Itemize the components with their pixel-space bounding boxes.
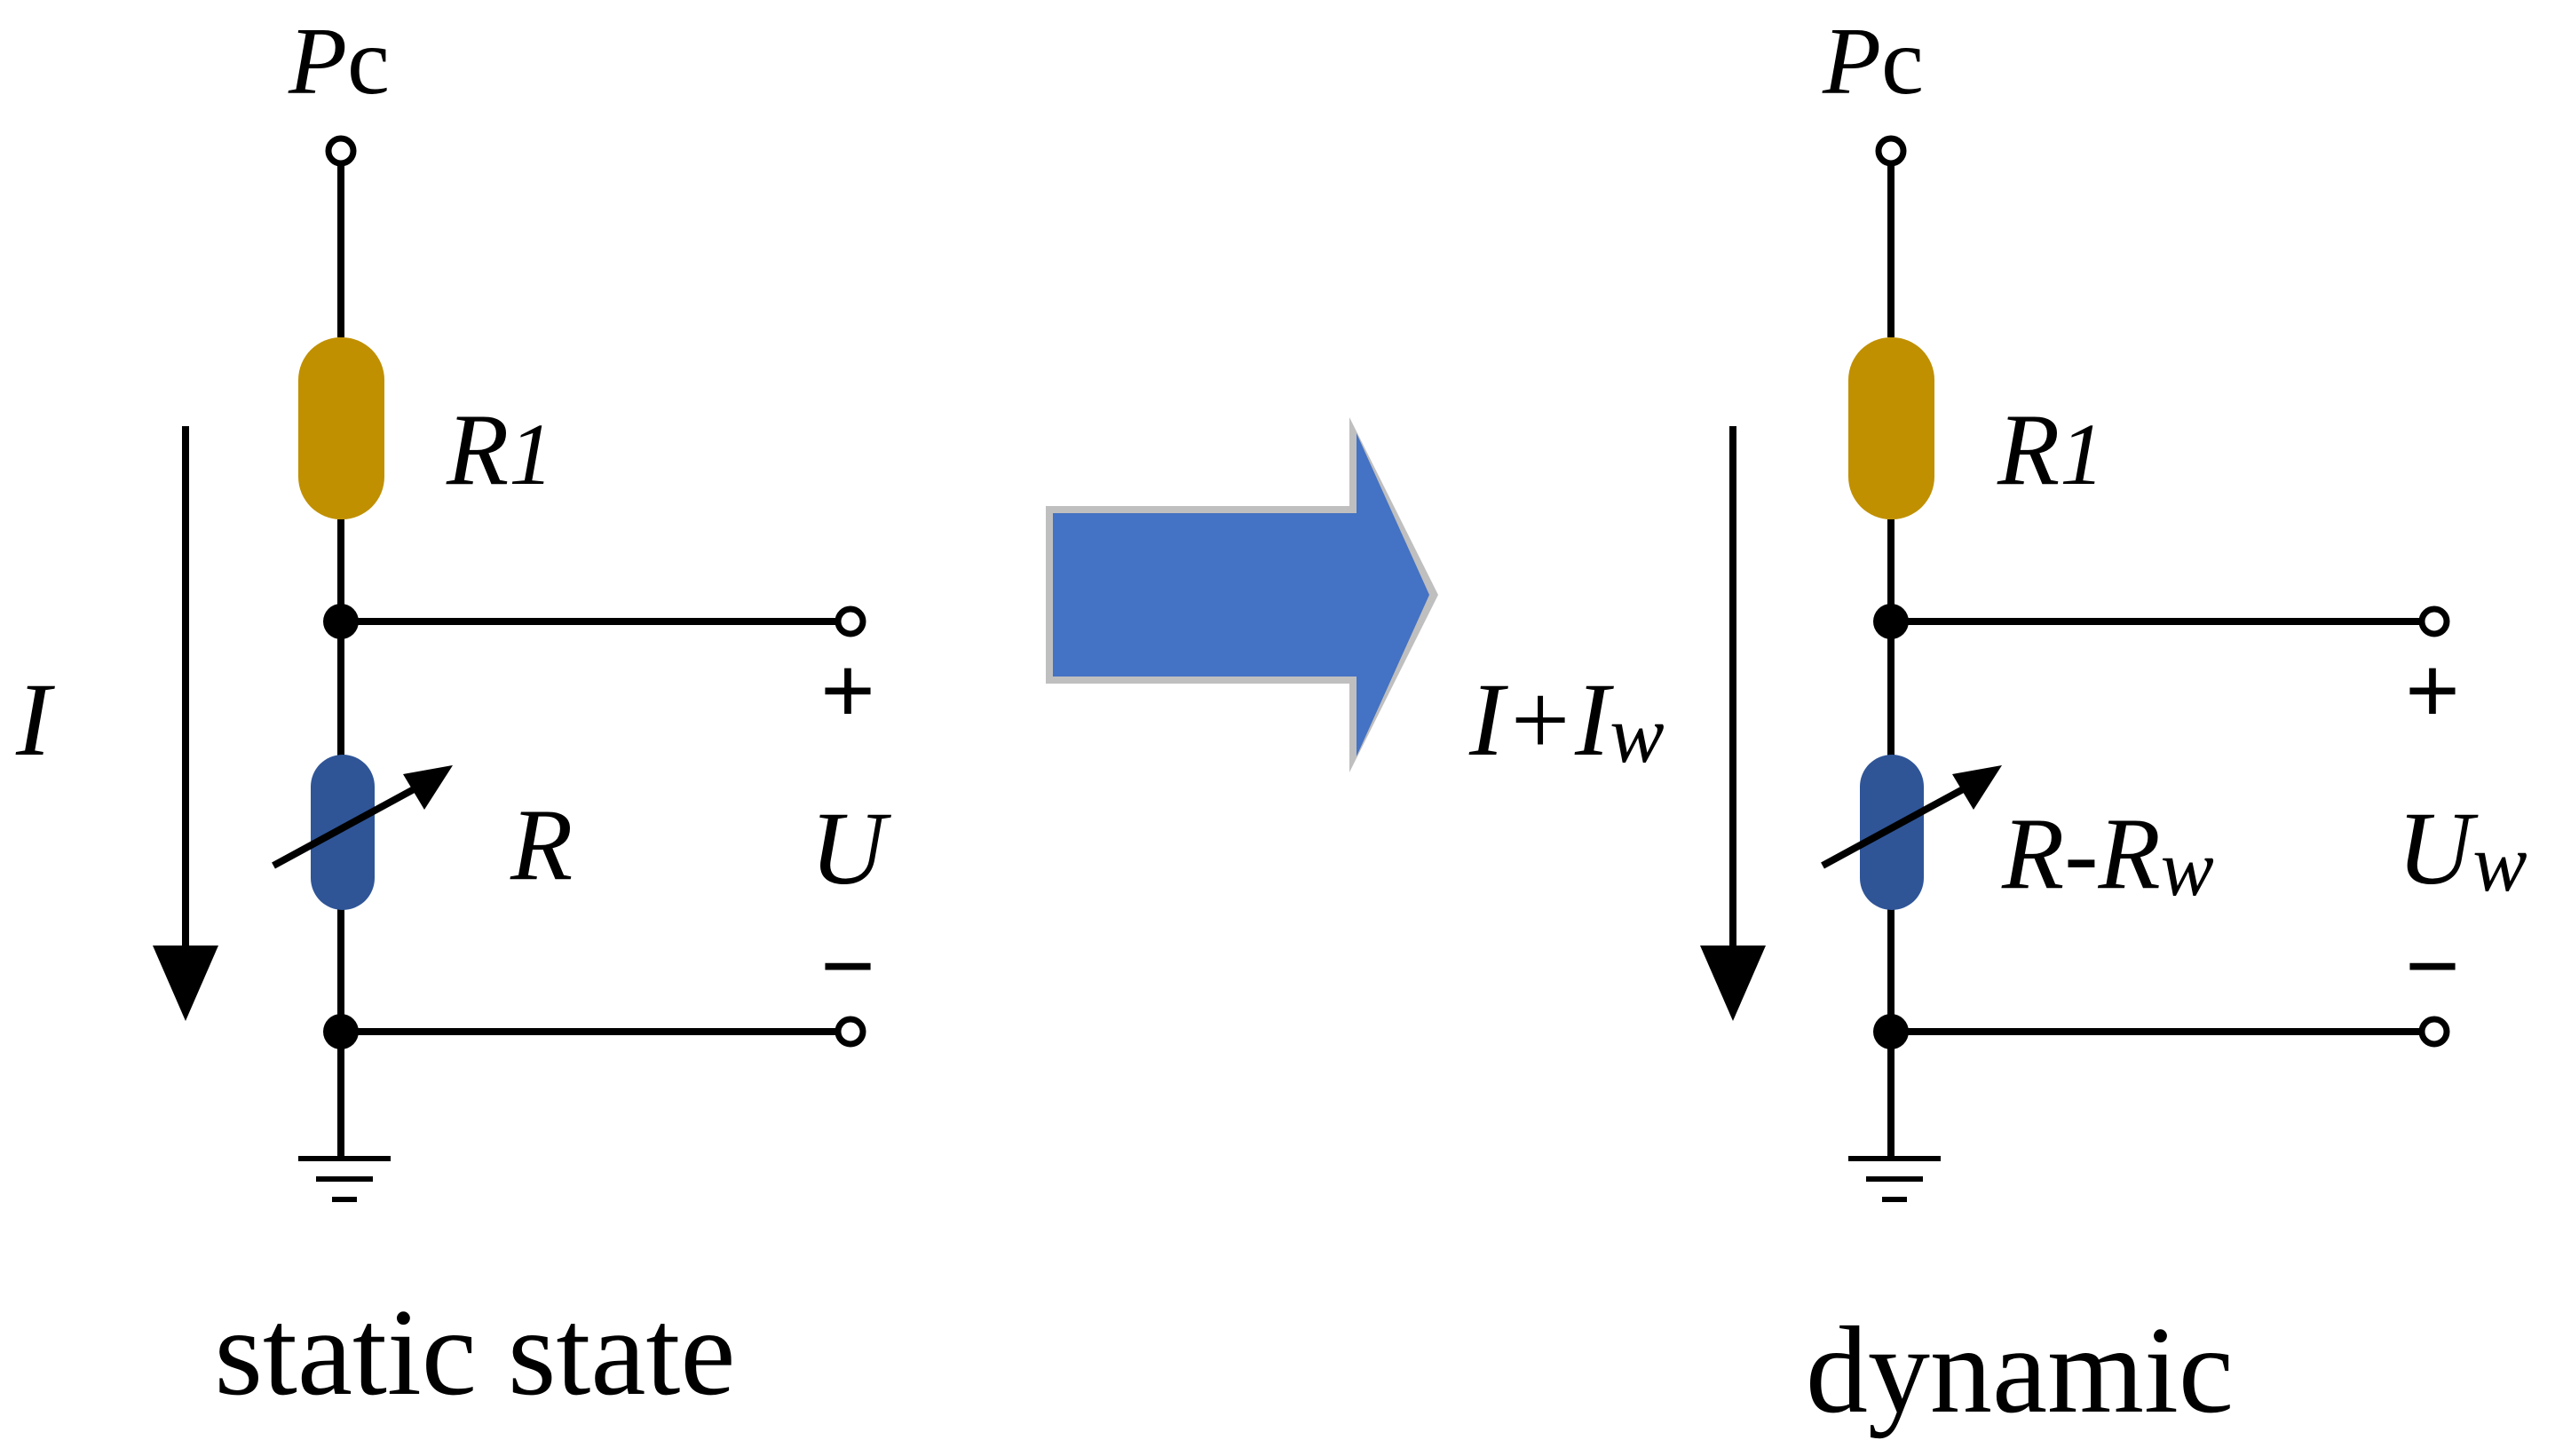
right-block-arrow-fill [1053,433,1429,756]
ground-icon [1848,1156,1941,1202]
supply-terminal [325,135,357,167]
circuit-static: Pc R1 R + U − [15,9,891,1421]
supply-label: Pc [1822,9,1924,115]
fixed-resistor-r1 [298,337,384,519]
plus-sign: + [820,637,876,745]
output-terminal-positive [2418,605,2450,637]
output-voltage-label: Uw [2397,790,2527,908]
fixed-resistor-r1 [1848,337,1934,519]
variable-arrow-head [403,765,453,810]
fixed-resistor-label: R1 [446,393,553,506]
plus-sign: + [2405,637,2461,745]
minus-sign: − [2405,912,2461,1020]
variable-resistor-r [311,755,375,910]
caption-dynamic: dynamic [1806,1302,2234,1439]
supply-terminal [1875,135,1907,167]
circuit-dynamic: Pc R1 R-Rw + Uw − [1468,9,2527,1439]
caption-static-state: static state [214,1284,735,1421]
variable-arrow-shaft [272,785,417,869]
variable-resistor-label: R-Rw [2001,797,2214,913]
ground-icon [298,1156,391,1202]
output-terminal-positive [835,605,866,637]
variable-resistor-r [1860,755,1924,910]
current-arrow-head [153,946,218,1021]
output-terminal-negative [835,1016,866,1048]
variable-resistor-label: R [510,788,573,901]
current-label: I [15,661,55,778]
variable-arrow-shaft [1821,785,1966,869]
current-arrow-head [1700,946,1766,1021]
variable-arrow-head [1952,765,2002,810]
minus-sign: − [820,912,876,1020]
supply-label: Pc [288,9,390,115]
fixed-resistor-label: R1 [1997,393,2104,506]
output-terminal-negative [2418,1016,2450,1048]
current-label: I+Iw [1468,661,1665,779]
output-voltage-label: U [810,790,891,906]
